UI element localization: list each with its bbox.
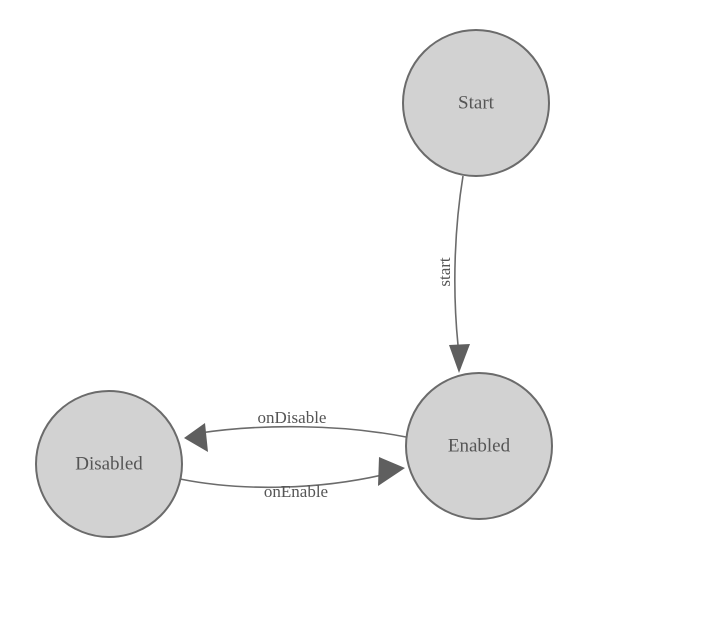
node-disabled[interactable]: Disabled	[35, 390, 183, 538]
edge-disabled-enabled-line	[179, 474, 383, 489]
node-disabled-circle	[35, 390, 183, 538]
node-start-label: Start	[458, 92, 495, 113]
node-start-circle	[402, 29, 550, 177]
edge-start-enabled-line	[454, 175, 464, 346]
node-disabled-label: Disabled	[75, 453, 143, 474]
edge-disabled-enabled[interactable]: onEnable	[179, 457, 405, 501]
edge-label-onenable: onEnable	[264, 482, 328, 501]
arrowhead-down-icon	[449, 344, 470, 373]
node-enabled-label: Enabled	[448, 435, 511, 456]
node-enabled[interactable]: Enabled	[405, 372, 553, 520]
edge-enabled-disabled[interactable]: onDisable	[184, 408, 407, 452]
arrowhead-left-icon	[184, 423, 208, 452]
node-start[interactable]: Start	[402, 29, 550, 177]
edge-label-start: start	[435, 257, 454, 287]
edge-label-ondisable: onDisable	[258, 408, 327, 427]
arrowhead-right-icon	[378, 457, 405, 486]
edge-enabled-disabled-line	[199, 425, 407, 438]
node-enabled-circle	[405, 372, 553, 520]
edge-start-enabled[interactable]: start	[435, 175, 470, 373]
